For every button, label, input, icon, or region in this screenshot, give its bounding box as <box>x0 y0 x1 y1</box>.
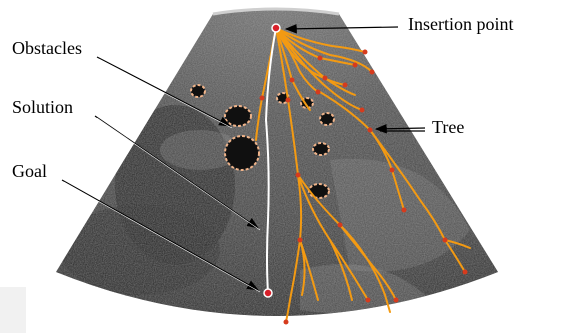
tree-node <box>360 108 365 113</box>
tree-node <box>368 128 373 133</box>
obstacle <box>313 143 329 155</box>
tree-node <box>463 270 468 275</box>
obstacles-label: Obstacles <box>12 39 82 57</box>
tree-node <box>286 98 291 103</box>
tree-node <box>394 298 399 303</box>
tree-node <box>370 70 375 75</box>
tree-node <box>338 223 343 228</box>
tree-node <box>284 320 289 325</box>
tree-node <box>316 90 321 95</box>
tree-node <box>390 168 395 173</box>
tree-node <box>343 83 348 88</box>
goal-label: Goal <box>12 162 47 180</box>
tree-node <box>353 63 358 68</box>
obstacle <box>191 85 205 97</box>
tree-node <box>260 96 265 101</box>
insertion-point-label: Insertion point <box>408 15 514 33</box>
tree-node <box>366 298 371 303</box>
tree-node <box>402 208 407 213</box>
goal-marker <box>264 289 272 297</box>
tree-node <box>323 76 328 81</box>
tree-label: Tree <box>432 118 464 136</box>
tree-node <box>443 238 448 243</box>
corner-patch <box>0 287 26 333</box>
tree-node <box>318 56 323 61</box>
tree-node <box>290 78 295 83</box>
obstacle <box>320 113 334 125</box>
obstacle <box>225 106 251 126</box>
tree-node <box>298 238 303 243</box>
solution-label: Solution <box>12 98 73 116</box>
insertion-point-marker <box>272 24 280 32</box>
obstacle <box>225 136 259 170</box>
tree-node <box>363 50 368 55</box>
tree-node <box>296 173 301 178</box>
obstacle <box>309 184 329 198</box>
